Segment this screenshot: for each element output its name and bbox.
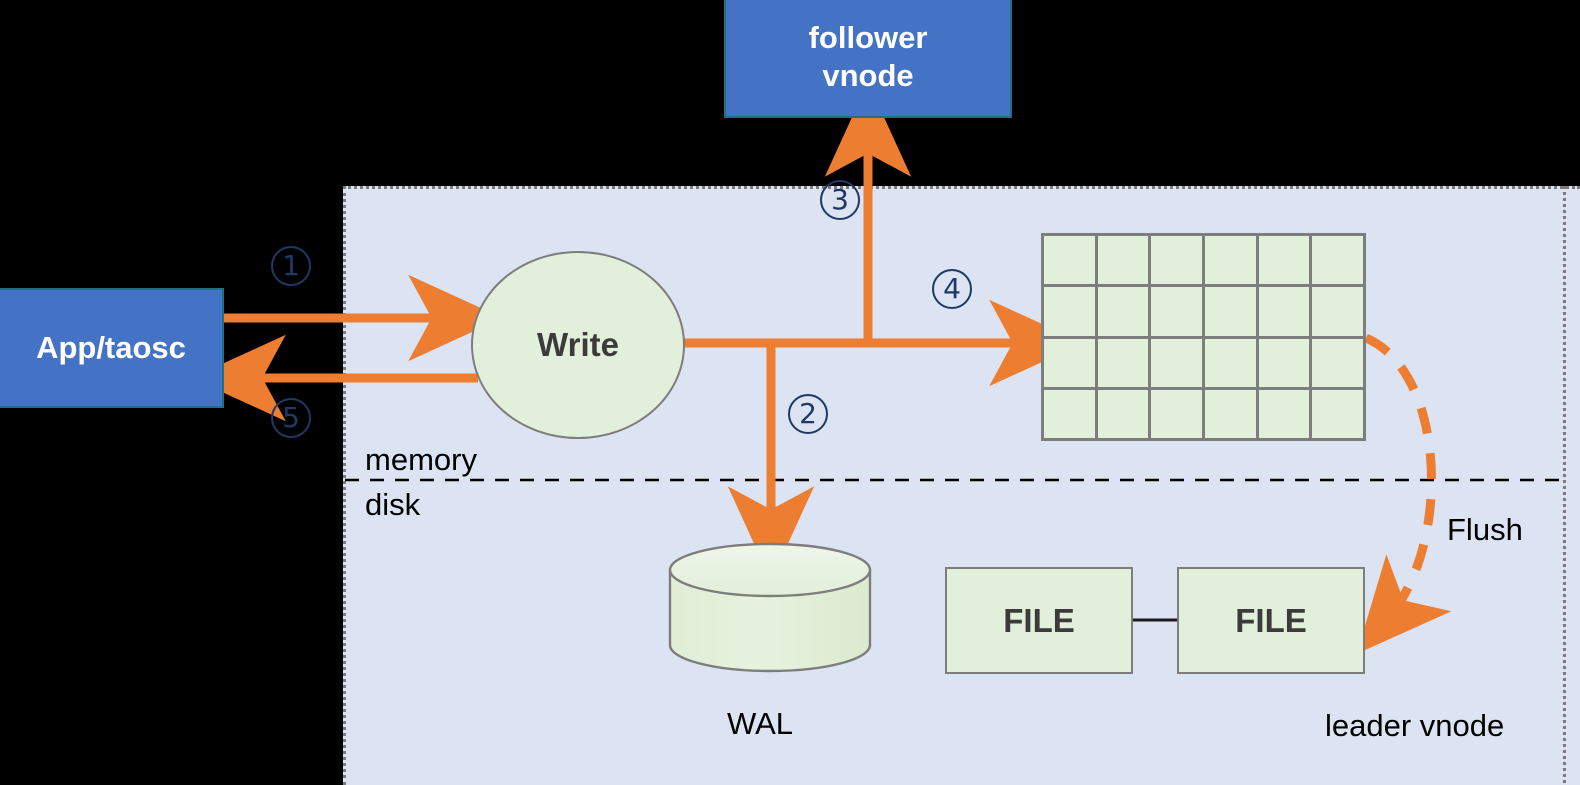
step-marker-5: 5	[271, 398, 311, 438]
memtable-cell	[1097, 338, 1149, 387]
memtable-cell	[1151, 338, 1202, 387]
wal-cylinder-shape	[668, 542, 872, 673]
node-file-left[interactable]: FILE	[945, 567, 1133, 674]
memtable-cell	[1258, 389, 1310, 438]
step-marker-2: 2	[788, 394, 828, 434]
memtable-cell	[1312, 287, 1363, 336]
memtable-cell	[1044, 287, 1095, 336]
memtable-cell	[1097, 389, 1149, 438]
node-follower-vnode-label-line2: vnode	[822, 58, 914, 93]
node-memtable-grid[interactable]	[1041, 233, 1366, 441]
step-marker-4: 4	[932, 269, 972, 309]
memtable-cell	[1312, 236, 1363, 285]
memtable-cell	[1258, 236, 1310, 285]
memtable-cell	[1205, 236, 1256, 285]
memtable-cell	[1258, 287, 1310, 336]
arrow-flush	[1356, 333, 1452, 654]
label-leader-vnode: leader vnode	[1325, 708, 1505, 743]
memtable-cell	[1151, 389, 1202, 438]
leader-vnode-panel-right-border	[1563, 186, 1566, 785]
node-follower-vnode-label: follower vnode	[809, 19, 928, 95]
memtable-cell	[1312, 338, 1363, 387]
memtable-cell	[1205, 287, 1256, 336]
step-marker-3: 3	[820, 180, 860, 220]
label-wal: WAL	[727, 706, 794, 741]
memtable-cell	[1151, 236, 1202, 285]
memtable-cell	[1151, 287, 1202, 336]
memtable-cell	[1258, 338, 1310, 387]
node-app-taosc[interactable]: App/taosc	[0, 288, 224, 408]
label-disk: disk	[365, 487, 421, 522]
memtable-cell	[1097, 236, 1149, 285]
memtable-cell	[1312, 389, 1363, 438]
node-follower-vnode-label-line1: follower	[808, 20, 928, 56]
label-flush: Flush	[1447, 512, 1523, 547]
label-memory: memory	[365, 442, 477, 477]
memtable-cell	[1205, 389, 1256, 438]
memtable-cell	[1044, 236, 1095, 285]
node-file-left-label: FILE	[1003, 601, 1075, 639]
step-marker-1: 1	[271, 246, 311, 286]
node-file-right-label: FILE	[1235, 601, 1307, 639]
memtable-cell	[1044, 389, 1095, 438]
node-app-taosc-label: App/taosc	[36, 330, 186, 366]
memtable-cell	[1205, 338, 1256, 387]
memtable-cell	[1044, 338, 1095, 387]
node-follower-vnode[interactable]: follower vnode	[724, 0, 1012, 118]
node-file-right[interactable]: FILE	[1177, 567, 1365, 674]
node-write[interactable]: Write	[471, 251, 685, 439]
node-write-label: Write	[537, 326, 619, 363]
memtable-cell	[1097, 287, 1149, 336]
